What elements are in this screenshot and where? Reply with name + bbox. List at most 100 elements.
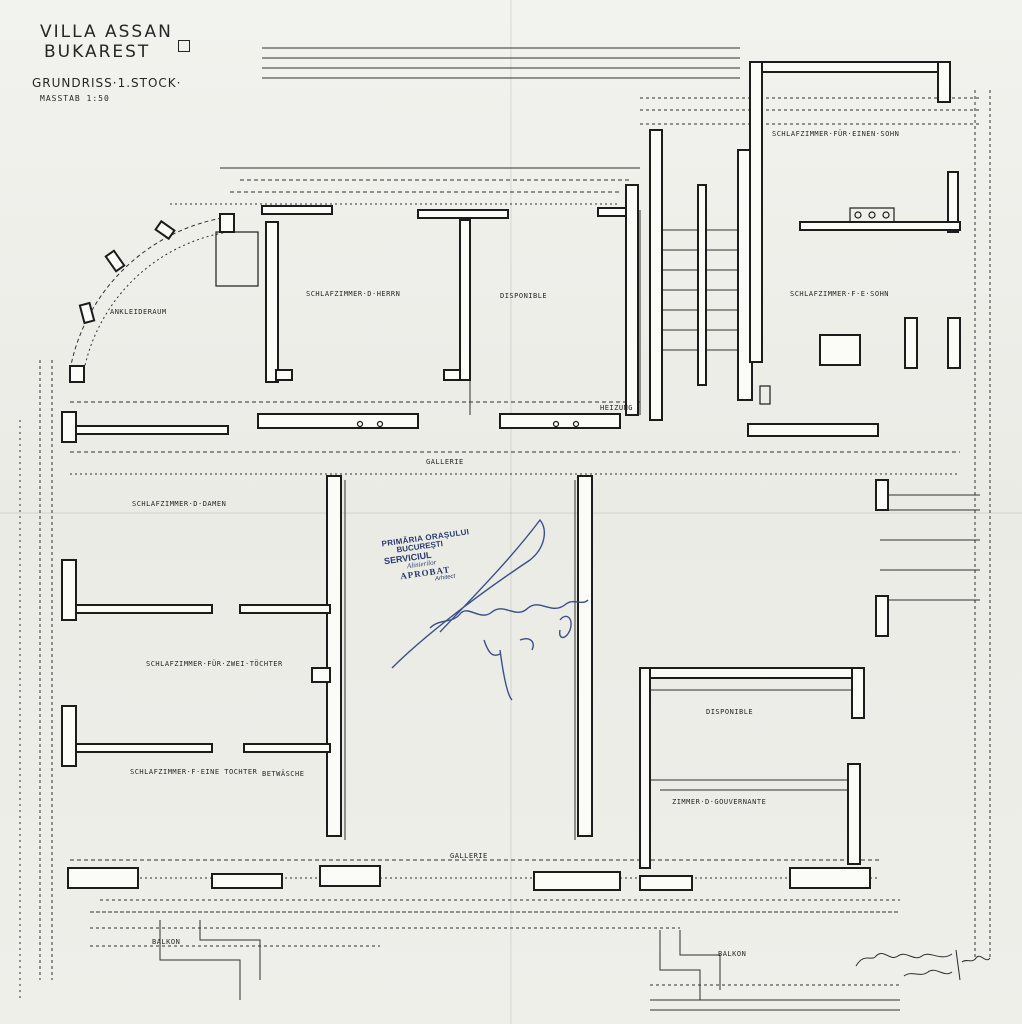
drawing-title: VILLA ASSAN: [40, 22, 173, 42]
room-label-disponible: DISPONIBLE: [500, 292, 548, 300]
room-label-schlafzimmer-sohn: SCHLAFZIMMER·F·E·SOHN: [790, 290, 890, 298]
room-label-betwasche: BETWÄSCHE: [262, 770, 305, 778]
chimney-flue: [572, 420, 580, 428]
room-label-schlafzimmer-damen: SCHLAFZIMMER·D·DAMEN: [132, 500, 227, 508]
wall: [417, 209, 509, 219]
bay-arc: [69, 217, 223, 371]
wall: [459, 219, 471, 381]
wall: [875, 479, 889, 511]
wall: [61, 559, 77, 621]
wall: [639, 667, 651, 869]
wall: [243, 743, 331, 753]
chimney-flue: [376, 420, 384, 428]
signature-stroke: [955, 949, 961, 981]
signature-stroke: [483, 639, 501, 656]
wall: [789, 867, 871, 889]
signature-stroke: [558, 615, 572, 639]
wall: [799, 221, 961, 231]
chimney-flue: [854, 211, 862, 219]
balcony-step: [659, 930, 701, 1000]
balcony-step: [199, 920, 261, 980]
room-label-balkon-right: BALKON: [718, 950, 747, 958]
architect-signature: [855, 949, 991, 981]
signature-stroke: [519, 638, 534, 651]
wall: [937, 61, 951, 103]
room-label-gallerie-bottom: GALLERIE: [450, 852, 488, 860]
wall: [75, 604, 213, 614]
wall: [211, 873, 283, 889]
signature-stroke: [903, 969, 953, 977]
stove: [849, 207, 895, 223]
fold-line-horizontal: [0, 512, 1022, 514]
room-label-schlafzimmer-tochter: SCHLAFZIMMER·F·EINE TOCHTER: [130, 768, 258, 776]
title-square-icon: [178, 40, 190, 52]
wall: [261, 205, 333, 215]
radiator: [759, 385, 771, 405]
chimney-flue: [552, 420, 560, 428]
signature-stroke: [855, 952, 953, 967]
wall: [947, 171, 959, 233]
wall: [577, 475, 593, 837]
signature-stroke: [961, 955, 991, 963]
signature-stroke: [391, 518, 546, 669]
wall: [326, 475, 342, 837]
wall: [649, 129, 663, 421]
signature-stroke: [429, 599, 589, 629]
room-label-balkon-left: BALKON: [152, 938, 181, 946]
approval-signature: [391, 518, 589, 701]
wall: [904, 317, 918, 369]
wall: [61, 705, 77, 767]
room-label-heizung: HEIZUNG: [600, 404, 634, 412]
room-label-disponible-2: DISPONIBLE: [706, 708, 754, 716]
wall: [257, 413, 419, 429]
drawing-city: BUKAREST: [44, 42, 151, 62]
wall: [851, 667, 865, 719]
closet: [215, 231, 259, 287]
room-label-gallerie-top: GALLERIE: [426, 458, 464, 466]
bay-pier: [69, 365, 85, 383]
wall: [625, 184, 639, 416]
wall: [819, 334, 861, 366]
wall: [443, 369, 461, 381]
wall: [75, 743, 213, 753]
bay-arc: [83, 231, 229, 371]
bay-pier: [219, 213, 235, 233]
wall: [319, 865, 381, 887]
room-label-schlafzimmer-herrn: SCHLAFZIMMER·D·HERRN: [306, 290, 401, 298]
chimney-flue: [882, 211, 890, 219]
room-label-ankleideraum: ANKLEIDERAUM: [110, 308, 167, 316]
wall: [311, 667, 331, 683]
wall: [697, 184, 707, 386]
wall: [275, 369, 293, 381]
wall: [947, 317, 961, 369]
wall: [499, 413, 621, 429]
drawing-subtitle: GRUNDRISS·1.STOCK·: [32, 76, 182, 90]
balcony-step: [679, 930, 721, 990]
wall: [749, 61, 951, 73]
wall: [265, 221, 279, 383]
wall: [61, 411, 77, 443]
wall: [847, 763, 861, 865]
bay-pier: [78, 301, 96, 325]
wall: [747, 423, 879, 437]
wall: [239, 604, 331, 614]
bay-pier: [104, 249, 126, 273]
room-label-schlafzimmer-einen-sohn: SCHLAFZIMMER·FÜR·EINEN·SOHN: [772, 130, 900, 138]
room-label-schlafzimmer-toechter: SCHLAFZIMMER·FÜR·ZWEI·TÖCHTER: [146, 660, 283, 668]
chimney-flue: [356, 420, 364, 428]
fold-line-vertical: [510, 0, 512, 1024]
wall: [749, 61, 763, 363]
drawing-scale: MASSTAB 1:50: [40, 94, 110, 103]
wall: [67, 867, 139, 889]
chimney-flue: [868, 211, 876, 219]
wall: [875, 595, 889, 637]
signature-stroke: [499, 649, 513, 701]
room-label-zimmer-gouvernante: ZIMMER·D·GOUVERNANTE: [672, 798, 767, 806]
wall: [533, 871, 621, 891]
wall: [639, 875, 693, 891]
wall: [67, 425, 229, 435]
wall: [639, 667, 865, 679]
balcony-step: [159, 920, 241, 1000]
